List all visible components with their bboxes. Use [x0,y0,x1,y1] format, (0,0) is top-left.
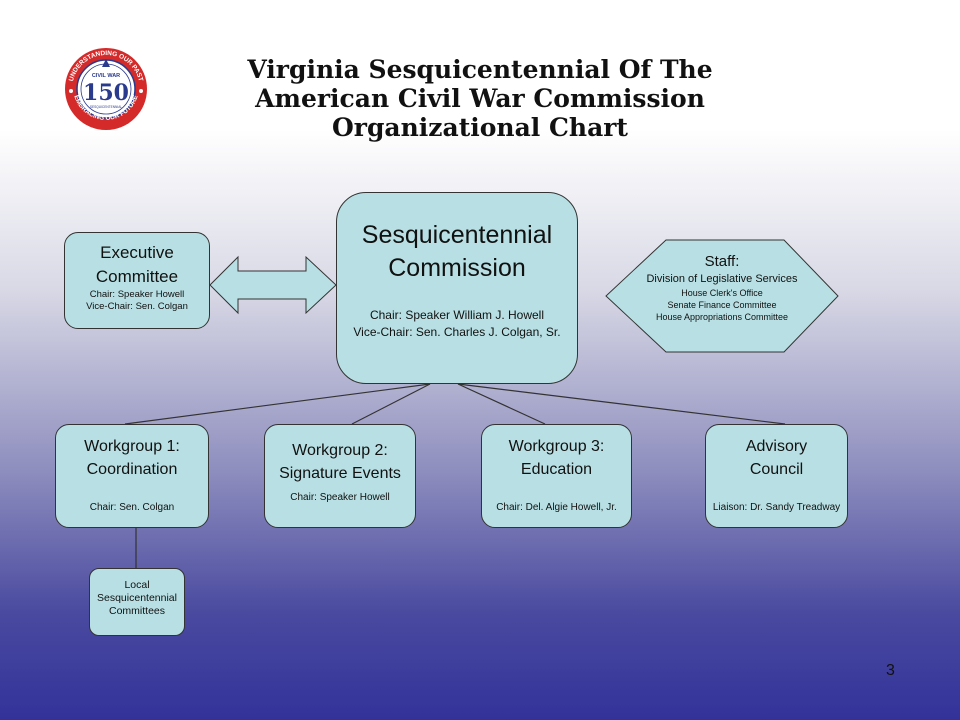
workgroup-3-chair: Chair: Del. Algie Howell, Jr. [496,502,617,513]
local-committees-line-3: Committees [108,605,165,617]
double-arrow [209,255,337,315]
staff-title: Staff: [704,253,740,270]
staff-line-3: Senate Finance Committee [667,300,777,310]
staff-hexagon [605,239,839,353]
civil-war-150-logo: CIVIL WAR 150 SESQUICENTENNIAL UNDERSTAN… [63,46,149,132]
svg-text:CIVIL WAR: CIVIL WAR [92,73,120,79]
commission-box: Sesquicentennial Commission Chair: Speak… [336,192,578,384]
executive-committee-chair: Chair: Speaker Howell [89,289,185,300]
svg-text:150: 150 [83,80,129,106]
local-committees-box: Local Sesquicentennial Committees [89,568,185,636]
workgroup-3-title: Workgroup 3: [508,438,605,455]
connector-advisory [457,383,786,425]
workgroup-2-subtitle: Signature Events [279,465,401,482]
advisory-council-title: Advisory [745,438,808,455]
svg-text:SESQUICENTENNIAL: SESQUICENTENNIAL [90,105,122,109]
connector-wg3 [457,383,546,425]
commission-title-line-1: Sesquicentennial [361,221,553,249]
local-committees-line-2: Sesquicentennial [97,592,177,604]
staff-line-1: Division of Legislative Services [646,273,798,285]
page-number: 3 [886,662,895,679]
title-line-2: American Civil War Commission [255,84,705,113]
advisory-council-subtitle: Council [749,461,804,478]
connector-wg2 [351,383,431,425]
chart-title: Virginia Sesquicentennial Of The America… [200,55,760,142]
local-committees-line-1: Local [124,579,150,591]
workgroup-3-box: Workgroup 3: Education Chair: Del. Algie… [481,424,632,528]
title-line-1: Virginia Sesquicentennial Of The [247,55,713,84]
executive-committee-box: Executive Committee Chair: Speaker Howel… [64,232,210,329]
workgroup-2-chair: Chair: Speaker Howell [290,492,390,503]
title-line-3: Organizational Chart [332,113,628,142]
workgroup-1-chair: Chair: Sen. Colgan [89,502,175,513]
workgroup-2-box: Workgroup 2: Signature Events Chair: Spe… [264,424,416,528]
staff-line-2: House Clerk's Office [681,288,763,298]
staff-box: Staff: Division of Legislative Services … [612,252,832,323]
workgroup-1-box: Workgroup 1: Coordination Chair: Sen. Co… [55,424,209,528]
commission-vice-chair: Vice-Chair: Sen. Charles J. Colgan, Sr. [353,325,561,339]
advisory-council-liaison: Liaison: Dr. Sandy Treadway [712,502,841,513]
workgroup-3-subtitle: Education [520,461,593,478]
commission-chair: Chair: Speaker William J. Howell [369,308,545,322]
executive-committee-vice-chair: Vice-Chair: Sen. Colgan [86,301,188,312]
commission-title-line-2: Commission [388,254,526,282]
executive-committee-title: Executive Committee [95,243,179,286]
connector-wg1 [124,383,431,425]
advisory-council-box: Advisory Council Liaison: Dr. Sandy Trea… [705,424,848,528]
workgroup-1-title: Workgroup 1: [84,438,180,455]
workgroup-2-title: Workgroup 2: [292,442,388,459]
staff-line-4: House Appropriations Committee [655,312,789,322]
workgroup-1-subtitle: Coordination [86,461,178,478]
